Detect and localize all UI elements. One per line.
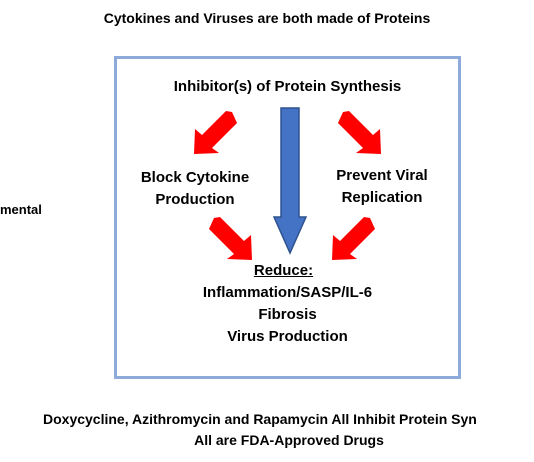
reduce-label: Reduce: xyxy=(253,262,314,279)
left-cutoff-text: mental xyxy=(0,202,42,217)
reduce-item: Virus Production xyxy=(227,328,348,345)
box-heading: Inhibitor(s) of Protein Synthesis xyxy=(173,78,402,95)
diagram-title: Cytokines and Viruses are both made of P… xyxy=(103,10,431,26)
reduce-item: Inflammation/SASP/IL-6 xyxy=(202,284,373,301)
right-effect-line: Replication xyxy=(341,189,423,206)
blue-arrow-down-icon xyxy=(272,107,308,255)
left-effect-text: Block Cytokine Production xyxy=(125,167,265,211)
right-effect-line: Prevent Viral xyxy=(336,167,428,184)
reduce-item: Fibrosis xyxy=(258,306,317,323)
reduce-block: Reduce: Inflammation/SASP/IL-6 Fibrosis … xyxy=(114,260,461,348)
red-arrow-down-left-icon xyxy=(332,217,375,260)
red-arrow-down-right-icon xyxy=(209,217,252,260)
footer-line-1: Doxycycline, Azithromycin and Rapamycin … xyxy=(43,411,477,427)
red-arrow-down-right-icon xyxy=(338,111,381,154)
left-effect-line: Production xyxy=(155,191,235,208)
diagram-frame xyxy=(114,56,461,379)
red-arrow-down-left-icon xyxy=(194,111,237,154)
right-effect-text: Prevent Viral Replication xyxy=(312,165,452,209)
footer-line-2: All are FDA-Approved Drugs xyxy=(194,432,384,448)
left-effect-line: Block Cytokine xyxy=(140,169,250,186)
